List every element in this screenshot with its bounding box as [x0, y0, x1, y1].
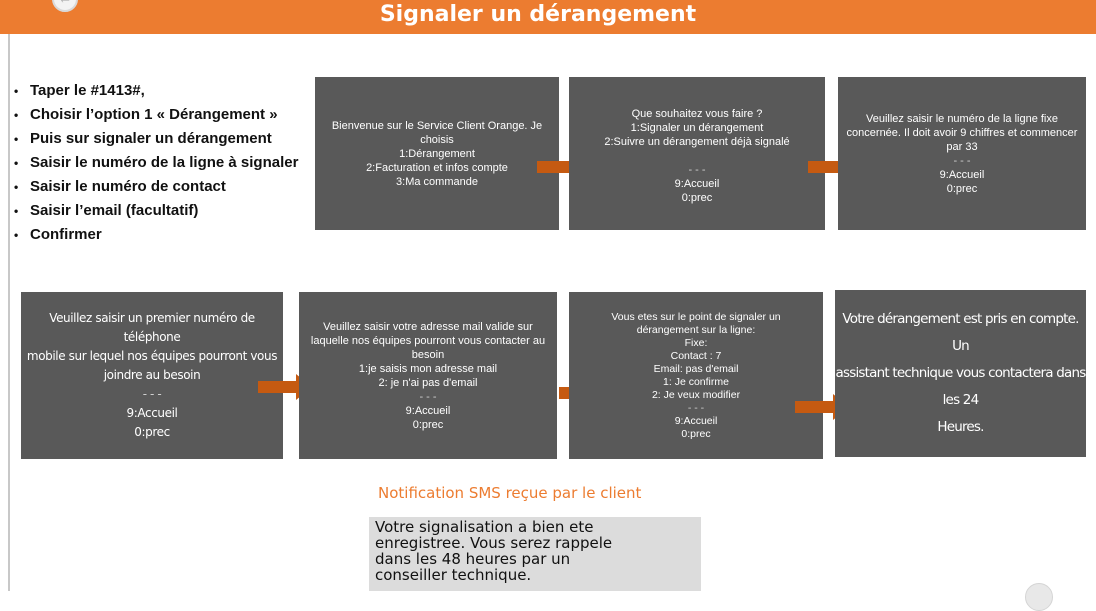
ussd-screen-menu: Que souhaitez vous faire ? 1:Signaler un… [569, 77, 825, 230]
scroll-button[interactable] [1025, 583, 1053, 611]
ussd-screen-welcome: Bienvenue sur le Service Client Orange. … [315, 77, 559, 230]
ussd-screen-contact-number: Veuillez saisir un premier numéro de tél… [21, 292, 283, 459]
list-item: •Saisir le numéro de contact [14, 176, 298, 200]
list-item: •Choisir l’option 1 « Dérangement » [14, 104, 298, 128]
bullet-icon: • [14, 84, 19, 98]
bullet-icon: • [14, 132, 19, 146]
sms-message: Votre signalisation a bien ete enregistr… [369, 517, 701, 591]
list-item: •Saisir le numéro de la ligne à signaler [14, 152, 298, 176]
list-item: •Taper le #1413#, [14, 80, 298, 104]
ussd-screen-email: Veuillez saisir votre adresse mail valid… [299, 292, 557, 459]
right-arrow-icon [258, 374, 312, 400]
sms-notification-title: Notification SMS reçue par le client [378, 484, 642, 502]
bullet-icon: • [14, 156, 19, 170]
ussd-screen-confirmation: Vous etes sur le point de signaler un dé… [569, 292, 823, 459]
instruction-list: •Taper le #1413#, •Choisir l’option 1 « … [14, 80, 298, 248]
list-item: •Saisir l’email (facultatif) [14, 200, 298, 224]
list-item: •Confirmer [14, 224, 298, 248]
ussd-screen-line-number: Veuillez saisir le numéro de la ligne fi… [838, 77, 1086, 230]
bullet-icon: • [14, 204, 19, 218]
ussd-screen-final: Votre dérangement est pris en compte. Un… [835, 290, 1086, 457]
bullet-icon: • [14, 228, 19, 242]
page-title: Signaler un dérangement [379, 2, 697, 27]
title-bar: Signaler un dérangement [0, 0, 1096, 34]
bullet-icon: • [14, 108, 19, 122]
divider [8, 34, 10, 591]
bullet-icon: • [14, 180, 19, 194]
list-item: •Puis sur signaler un dérangement [14, 128, 298, 152]
